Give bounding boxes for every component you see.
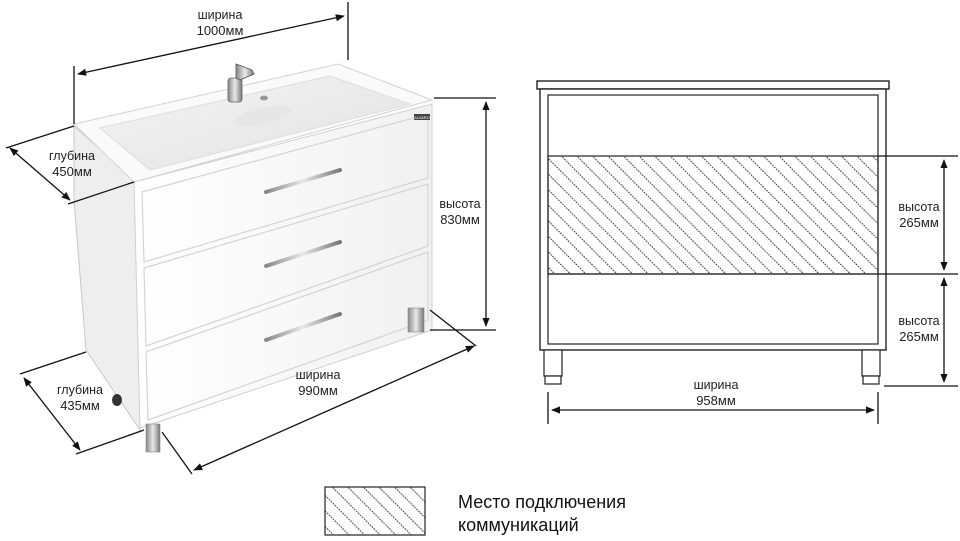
cabinet-illustration: ALVARO [72, 63, 434, 453]
dimension-lines-left [5, 2, 496, 475]
drawer-handle [264, 240, 342, 268]
leg-left [543, 349, 563, 377]
leg-right [407, 307, 425, 333]
height-label: высота 830мм [439, 197, 481, 227]
leg-right [861, 349, 881, 377]
top-width-label: ширина 1000мм [196, 8, 244, 38]
top-depth-label: глубина 450мм [49, 149, 95, 179]
dimension-lines-right [547, 155, 958, 424]
legend-text: Место подключения коммуникаций [458, 492, 626, 535]
brand-badge: ALVARO [414, 115, 430, 120]
lower-zone-label: высота 265мм [898, 314, 940, 344]
drawer-handle [264, 312, 342, 342]
drawer-handle [264, 168, 342, 194]
drawer-top [141, 113, 429, 263]
upper-zone-label: высота 265мм [898, 200, 940, 230]
leg-front [145, 423, 161, 453]
communications-zone [547, 155, 879, 275]
leg-rear [112, 394, 122, 406]
front-schematic [536, 80, 890, 385]
base-width-label: ширина 990мм [295, 368, 341, 398]
base-depth-label: глубина 435мм [57, 383, 103, 413]
legend-swatch [324, 486, 426, 536]
inner-width-label: ширина 958мм [693, 378, 739, 408]
drawer-middle [143, 183, 429, 347]
drawer-bottom [145, 251, 429, 421]
brand-badge-icon [414, 114, 430, 120]
countertop [536, 80, 890, 90]
